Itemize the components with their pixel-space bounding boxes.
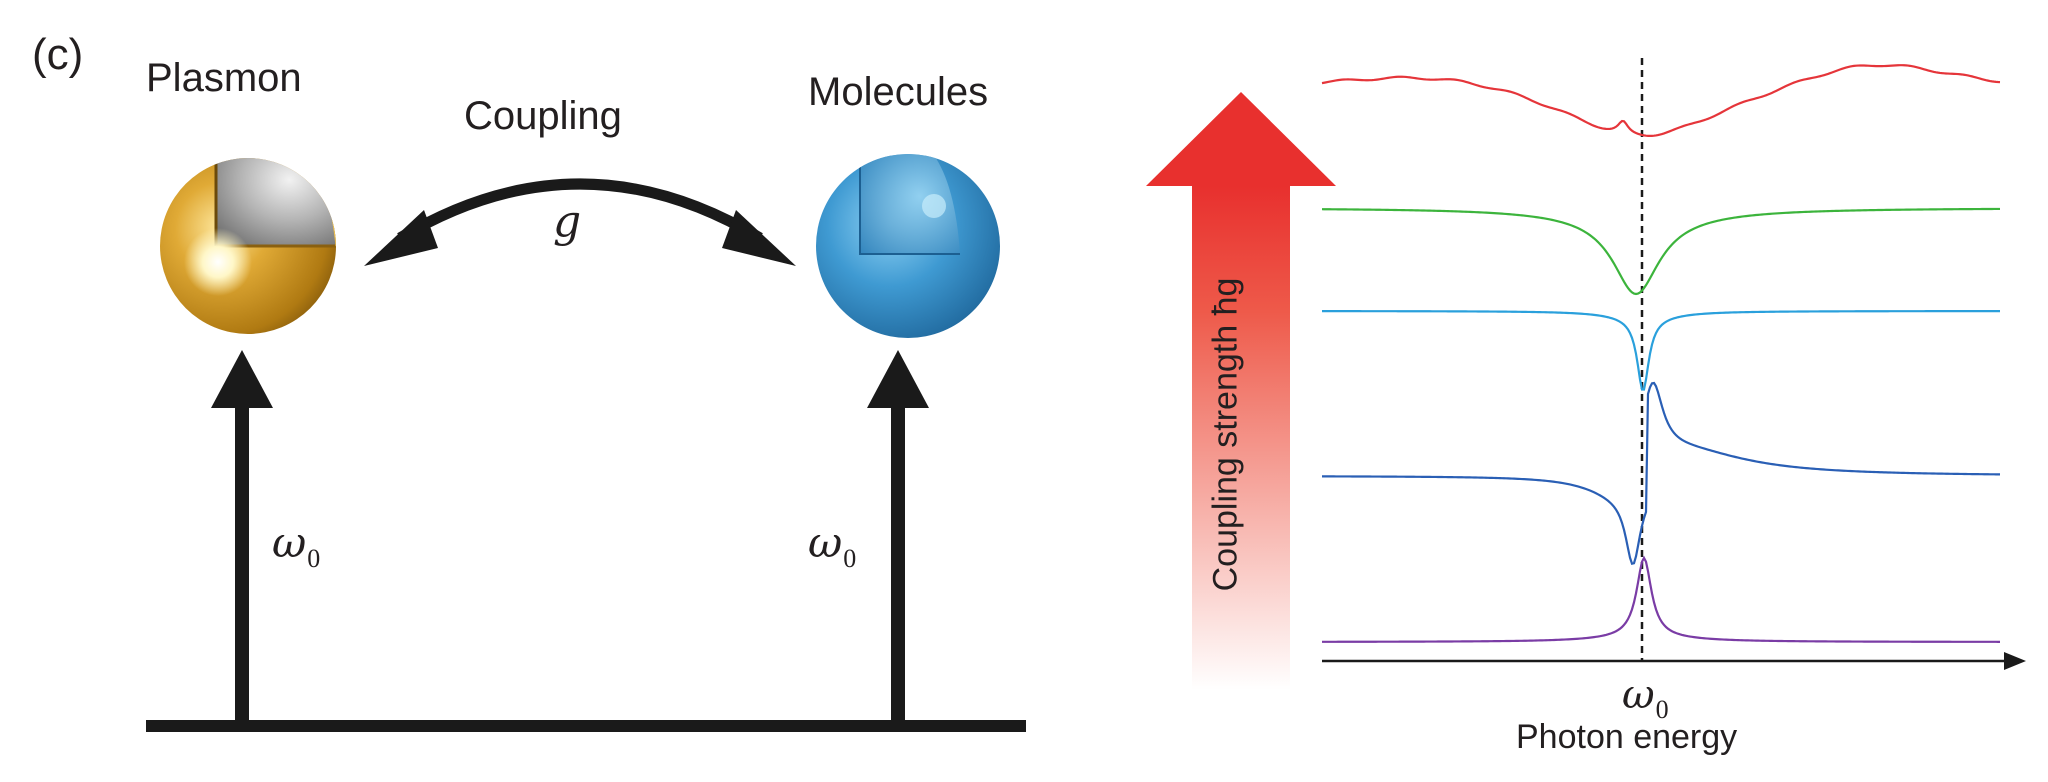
- plasmon-sphere-icon: [160, 158, 336, 334]
- molecule-excitation-arrow: [867, 350, 929, 722]
- photon-energy-axis: [1322, 652, 2026, 670]
- spectrum-curve-1: [1321, 64, 2001, 138]
- spectra-curves: [1321, 64, 2001, 643]
- panel-label: (c): [32, 30, 84, 79]
- spectrum-curve-4: [1322, 381, 2001, 565]
- plasmon-frequency-label: ω0: [272, 518, 321, 573]
- x-tick-omega0: ω0: [1622, 672, 1669, 724]
- coupling-strength-arrow: [1146, 92, 1336, 690]
- molecule-sphere-icon: [816, 154, 1000, 338]
- ground-level-line: [146, 720, 1026, 732]
- spectrum-curve-5: [1322, 555, 2000, 643]
- plasmon-label: Plasmon: [146, 56, 302, 100]
- plasmon-excitation-arrow: [211, 350, 273, 722]
- molecules-frequency-label: ω0: [808, 518, 857, 573]
- coupling-double-arrow: [364, 178, 796, 266]
- coupling-symbol: g: [553, 196, 582, 247]
- spectrum-curve-3: [1322, 310, 2000, 391]
- coupling-label: Coupling: [464, 94, 622, 138]
- spectrum-curve-2: [1321, 207, 2001, 296]
- coupling-strength-label: Coupling strength ħg: [1206, 277, 1245, 592]
- x-axis-label: Photon energy: [1516, 718, 1738, 756]
- molecules-label: Molecules: [808, 70, 989, 114]
